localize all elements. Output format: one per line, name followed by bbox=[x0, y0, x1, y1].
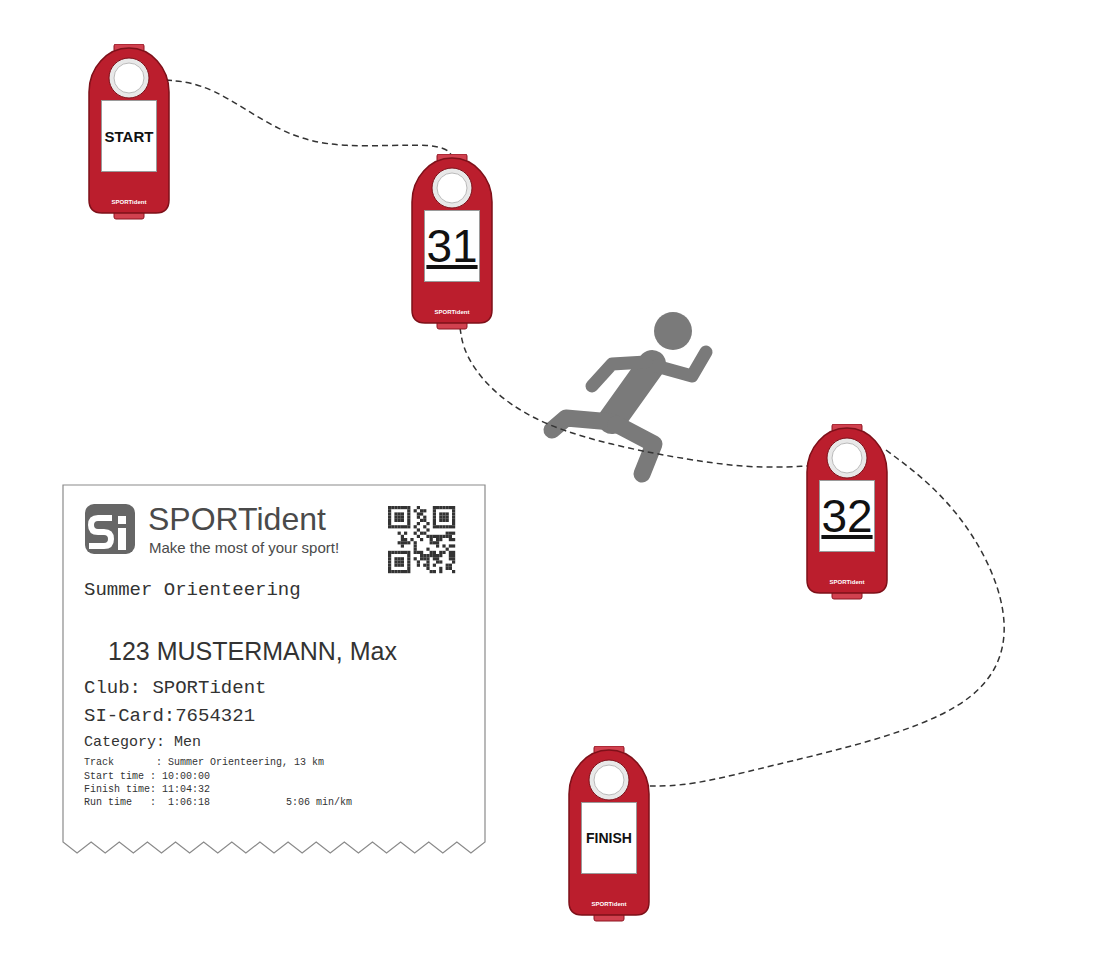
runner-torso bbox=[612, 364, 652, 420]
punch-hole-ring bbox=[432, 168, 472, 208]
run-time: Run time : 1:06:18 bbox=[84, 797, 210, 808]
station-label: FINISH bbox=[586, 831, 632, 845]
station-window: 31 bbox=[424, 210, 480, 282]
station-brand: SPORTident bbox=[830, 579, 865, 585]
station-housing bbox=[807, 428, 887, 593]
station-window: FINISH bbox=[581, 802, 637, 874]
runner-name: 123 MUSTERMANN, Max bbox=[108, 638, 397, 666]
dashed-route bbox=[648, 450, 1004, 786]
event-name: Summer Orienteering bbox=[84, 580, 301, 601]
station-brand: SPORTident bbox=[435, 309, 470, 315]
receipt-outline bbox=[63, 485, 485, 853]
punch-hole bbox=[114, 63, 144, 93]
station-label: 32 bbox=[821, 493, 872, 539]
control-station: 31 bbox=[411, 154, 493, 330]
station-housing bbox=[569, 750, 649, 915]
category-line: Category: Men bbox=[84, 735, 201, 752]
track-line: Track : Summer Orienteering, 13 km bbox=[84, 757, 324, 768]
punch-hole bbox=[594, 765, 624, 795]
runner-back-arm bbox=[592, 362, 646, 386]
runner-figure bbox=[552, 312, 706, 474]
receipt-brand: SPORTident bbox=[148, 502, 326, 537]
runner-back-leg bbox=[552, 418, 612, 430]
dashed-route bbox=[166, 80, 452, 156]
punch-hole-ring bbox=[589, 760, 629, 800]
start-time: Start time : 10:00:00 bbox=[84, 771, 210, 782]
punch-hole bbox=[832, 443, 862, 473]
club-line: Club: SPORTident bbox=[84, 678, 266, 699]
result-receipt: SPORTidentMake the most of your sport! Su… bbox=[62, 484, 486, 856]
station-housing bbox=[89, 48, 169, 213]
station-label: 31 bbox=[426, 223, 477, 269]
station-window: START bbox=[101, 100, 157, 172]
station-label: START bbox=[105, 129, 154, 144]
punch-hole-ring bbox=[827, 438, 867, 478]
control-station: 32 bbox=[806, 424, 888, 600]
station-housing bbox=[412, 158, 492, 323]
pace: 5:06 min/km bbox=[286, 797, 352, 808]
card-number: SI-Card:7654321 bbox=[84, 706, 255, 727]
station-window: 32 bbox=[819, 480, 875, 552]
station-brand: SPORTident bbox=[592, 901, 627, 907]
qr-code bbox=[388, 506, 455, 573]
runner-front-leg bbox=[616, 424, 654, 474]
runner-front-arm bbox=[656, 352, 706, 376]
control-station: FINISH bbox=[568, 746, 650, 922]
punch-hole-ring bbox=[109, 58, 149, 98]
receipt-slogan: Make the most of your sport! bbox=[149, 540, 339, 557]
finish-time: Finish time: 11:04:32 bbox=[84, 784, 210, 795]
control-station: START bbox=[88, 44, 170, 220]
station-brand: SPORTident bbox=[112, 199, 147, 205]
runner-head bbox=[654, 312, 692, 350]
punch-hole bbox=[437, 173, 467, 203]
si-logo-mark bbox=[85, 504, 135, 554]
dashed-route bbox=[460, 328, 808, 467]
